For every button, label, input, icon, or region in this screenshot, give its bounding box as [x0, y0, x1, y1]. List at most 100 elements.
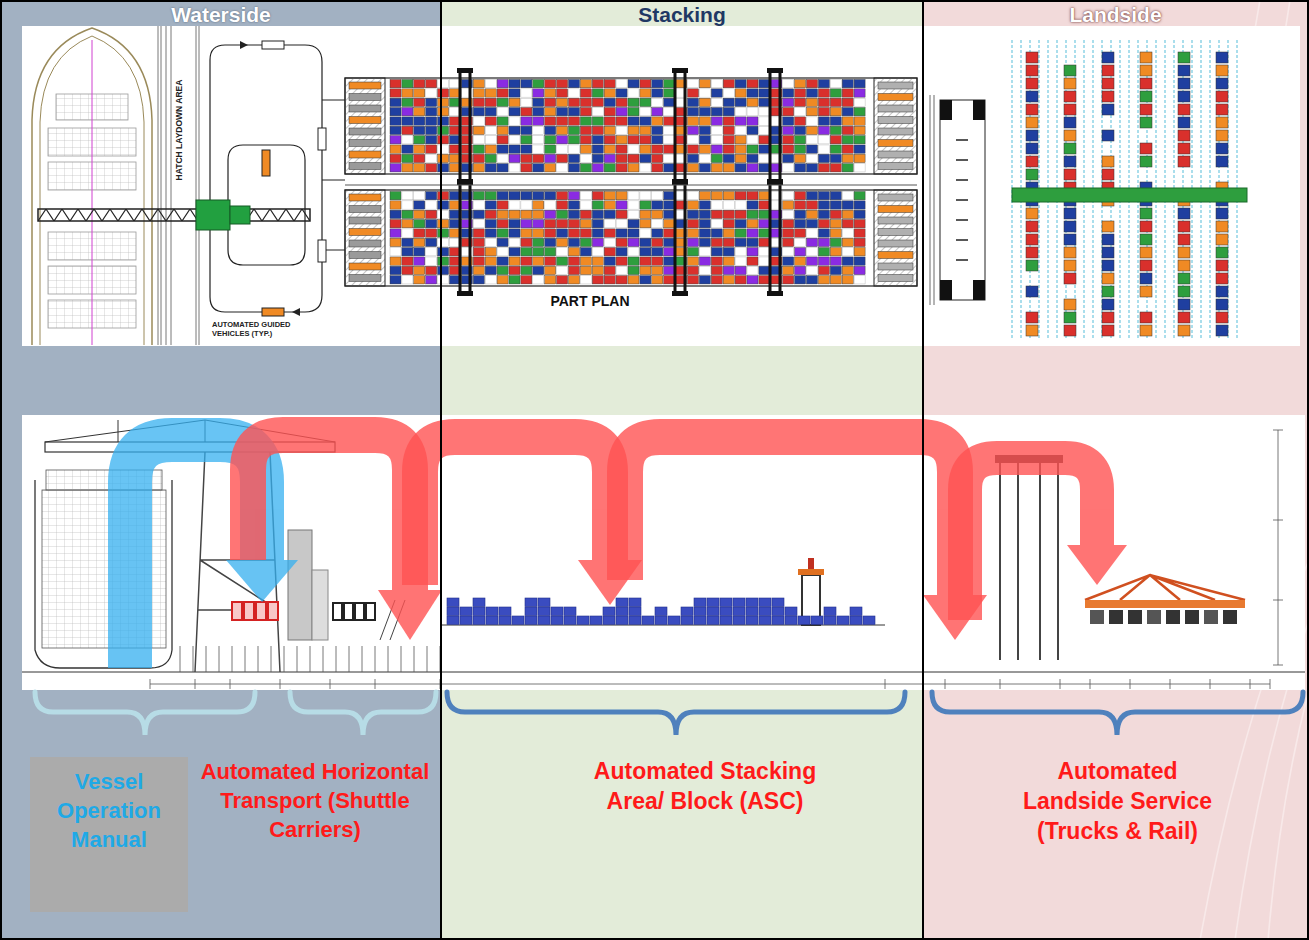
container	[497, 238, 508, 246]
container	[783, 98, 794, 106]
container	[795, 98, 806, 106]
elevation-drawing	[22, 420, 1305, 689]
container	[521, 201, 532, 209]
container	[723, 89, 734, 97]
container	[807, 257, 818, 265]
container	[414, 238, 425, 246]
container	[485, 136, 496, 144]
container	[795, 192, 806, 200]
container	[485, 257, 496, 265]
container	[390, 154, 401, 162]
container	[349, 94, 381, 101]
rail-container	[1026, 91, 1038, 102]
container	[402, 136, 413, 144]
stacked-container	[733, 607, 745, 616]
container	[473, 89, 484, 97]
elevation-drawing	[333, 603, 342, 620]
stacked-container	[850, 607, 862, 616]
rail-container	[1064, 273, 1076, 284]
container	[783, 136, 794, 144]
container	[557, 248, 568, 256]
container	[747, 238, 758, 246]
bracket-label: Automated Landside Service (Trucks & Rai…	[1010, 757, 1225, 847]
container	[349, 275, 381, 282]
quay-pile	[427, 646, 428, 672]
container	[818, 80, 829, 88]
container	[473, 276, 484, 284]
rail-container	[1102, 325, 1114, 336]
rail-container	[1178, 117, 1190, 128]
container	[592, 201, 603, 209]
stacked-container	[655, 607, 667, 616]
container	[414, 89, 425, 97]
container	[592, 266, 603, 274]
container	[509, 210, 520, 218]
container	[795, 154, 806, 162]
truck-container	[1223, 610, 1237, 624]
container	[604, 201, 615, 209]
stacked-container	[460, 616, 472, 625]
container	[664, 80, 675, 88]
container	[759, 276, 770, 284]
rail-container	[1140, 221, 1152, 232]
container	[569, 276, 580, 284]
container	[580, 220, 591, 228]
container	[545, 80, 556, 88]
flow-arrow	[130, 440, 298, 668]
elevation-drawing	[1000, 455, 1058, 660]
quay-rail	[161, 26, 162, 345]
container	[557, 238, 568, 246]
container	[711, 89, 722, 97]
container	[735, 192, 746, 200]
container	[402, 98, 413, 106]
stacked-container	[577, 616, 589, 625]
container	[485, 89, 496, 97]
container	[580, 117, 591, 125]
container	[616, 276, 627, 284]
container	[735, 276, 746, 284]
container	[711, 98, 722, 106]
container	[747, 164, 758, 172]
stacked-container	[525, 616, 537, 625]
container	[497, 117, 508, 125]
container	[569, 192, 580, 200]
container	[604, 126, 615, 134]
container	[640, 98, 651, 106]
container	[783, 276, 794, 284]
container	[664, 108, 675, 116]
container	[569, 89, 580, 97]
rail-container	[1140, 78, 1152, 89]
container	[723, 117, 734, 125]
container	[854, 98, 865, 106]
quay-rail	[196, 26, 197, 345]
container	[830, 154, 841, 162]
asc-gantry	[457, 291, 473, 296]
container	[818, 276, 829, 284]
container	[818, 126, 829, 134]
container	[854, 154, 865, 162]
rail-container	[1140, 104, 1152, 115]
quay-crane-plan	[38, 200, 310, 230]
container	[426, 257, 437, 265]
container	[604, 220, 615, 228]
container	[473, 80, 484, 88]
container	[688, 117, 699, 125]
container	[628, 164, 639, 172]
container	[640, 220, 651, 228]
container	[747, 201, 758, 209]
container	[616, 80, 627, 88]
container	[723, 98, 734, 106]
container	[699, 276, 710, 284]
container	[747, 210, 758, 218]
container	[759, 89, 770, 97]
container	[759, 136, 770, 144]
container	[652, 126, 663, 134]
container	[818, 108, 829, 116]
container	[664, 210, 675, 218]
container	[628, 257, 639, 265]
rail-container	[1026, 117, 1038, 128]
rail-container	[1026, 52, 1038, 63]
container	[652, 98, 663, 106]
rail-container	[1216, 247, 1228, 258]
container	[830, 145, 841, 153]
